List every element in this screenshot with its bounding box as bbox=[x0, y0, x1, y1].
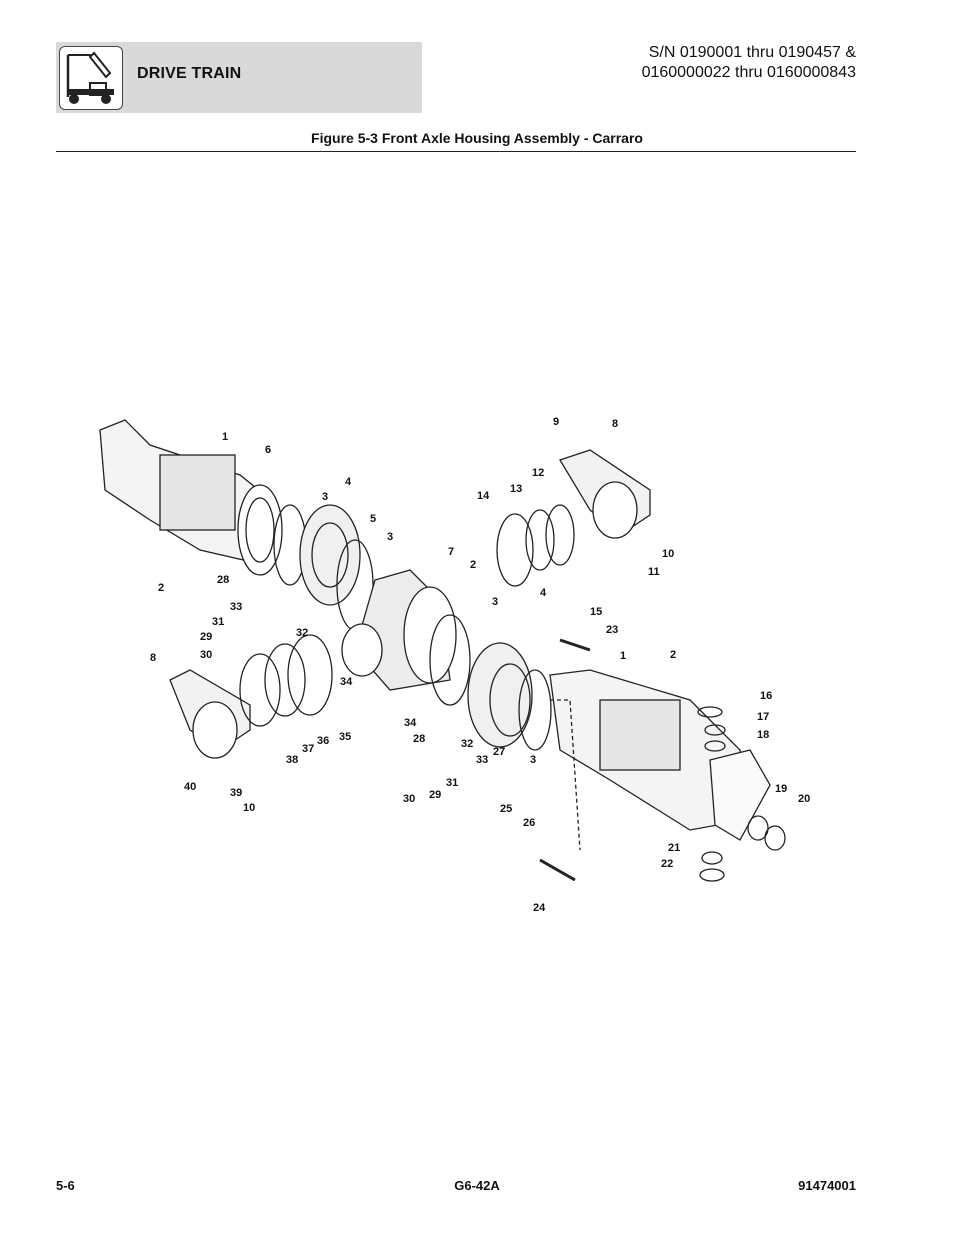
callout: 34 bbox=[404, 717, 417, 729]
callout: 29 bbox=[429, 789, 441, 801]
o-ring bbox=[429, 614, 471, 706]
seal-14 bbox=[496, 513, 534, 587]
callout: 2 bbox=[670, 649, 676, 661]
section-title: DRIVE TRAIN bbox=[137, 65, 242, 82]
callout: 31 bbox=[212, 616, 224, 628]
callout: 28 bbox=[413, 733, 425, 745]
callout: 9 bbox=[553, 416, 559, 428]
callout: 4 bbox=[540, 587, 547, 599]
callout: 34 bbox=[340, 676, 353, 688]
callout: 3 bbox=[492, 596, 498, 608]
ring-13 bbox=[525, 509, 555, 571]
exploded-axle-diagram: 1 6 3 4 5 3 7 2 9 8 14 13 12 10 11 2 28 … bbox=[99, 416, 810, 914]
callout: 19 bbox=[775, 783, 787, 795]
callout: 3 bbox=[530, 754, 536, 766]
callout: 30 bbox=[200, 649, 212, 661]
callout: 18 bbox=[757, 729, 769, 741]
page-number: 5-6 bbox=[56, 1178, 75, 1193]
callout: 4 bbox=[345, 476, 352, 488]
callout: 29 bbox=[200, 631, 212, 643]
serial-line-2: 0160000022 thru 0160000843 bbox=[641, 64, 856, 81]
callout: 32 bbox=[296, 627, 308, 639]
callout: 38 bbox=[286, 754, 298, 766]
callout: 16 bbox=[760, 690, 772, 702]
drive-train-icon bbox=[59, 46, 123, 110]
callout: 33 bbox=[476, 754, 488, 766]
callout: 31 bbox=[446, 777, 458, 789]
callout: 40 bbox=[184, 781, 196, 793]
model-label: G6-42A bbox=[454, 1178, 500, 1193]
callout: 2 bbox=[470, 559, 476, 571]
callout: 12 bbox=[532, 467, 544, 479]
callout: 2 bbox=[158, 582, 164, 594]
right-hub bbox=[467, 642, 533, 748]
callout: 8 bbox=[612, 418, 618, 430]
callout: 14 bbox=[477, 490, 490, 502]
callout: 10 bbox=[662, 548, 674, 560]
callout: 32 bbox=[461, 738, 473, 750]
callout: 35 bbox=[339, 731, 351, 743]
callout: 21 bbox=[668, 842, 680, 854]
o-ring bbox=[518, 669, 552, 751]
doc-number: 91474001 bbox=[798, 1178, 856, 1193]
callout-labels: 1 6 3 4 5 3 7 2 9 8 14 13 12 10 11 2 28 … bbox=[150, 416, 810, 914]
callout: 33 bbox=[230, 601, 242, 613]
callout: 17 bbox=[757, 711, 769, 723]
header-rule bbox=[56, 151, 856, 152]
callout: 25 bbox=[500, 803, 512, 815]
callout: 3 bbox=[322, 491, 328, 503]
callout: 7 bbox=[448, 546, 454, 558]
callout: 37 bbox=[302, 743, 314, 755]
callout: 24 bbox=[533, 902, 546, 914]
callout: 13 bbox=[510, 483, 522, 495]
callout: 15 bbox=[590, 606, 602, 618]
callout: 5 bbox=[370, 513, 376, 525]
callout: 27 bbox=[493, 746, 505, 758]
callout: 10 bbox=[243, 802, 255, 814]
callout: 23 bbox=[606, 624, 618, 636]
serial-line-1: S/N 0190001 thru 0190457 & bbox=[648, 44, 856, 61]
callout: 3 bbox=[387, 531, 393, 543]
serial-range: S/N 0190001 thru 0190457 & 0160000022 th… bbox=[642, 43, 856, 83]
figure-title: Figure 5-3 Front Axle Housing Assembly -… bbox=[311, 130, 643, 146]
callout: 26 bbox=[523, 817, 535, 829]
callout: 1 bbox=[620, 650, 626, 662]
callout: 1 bbox=[222, 431, 228, 443]
callout: 39 bbox=[230, 787, 242, 799]
callout: 8 bbox=[150, 652, 156, 664]
ring-12 bbox=[545, 504, 575, 566]
callout: 36 bbox=[317, 735, 329, 747]
callout: 20 bbox=[798, 793, 810, 805]
callout: 22 bbox=[661, 858, 673, 870]
callout: 6 bbox=[265, 444, 271, 456]
callout: 11 bbox=[648, 566, 660, 578]
left-hub bbox=[299, 504, 361, 606]
callout: 28 bbox=[217, 574, 229, 586]
callout: 30 bbox=[403, 793, 415, 805]
